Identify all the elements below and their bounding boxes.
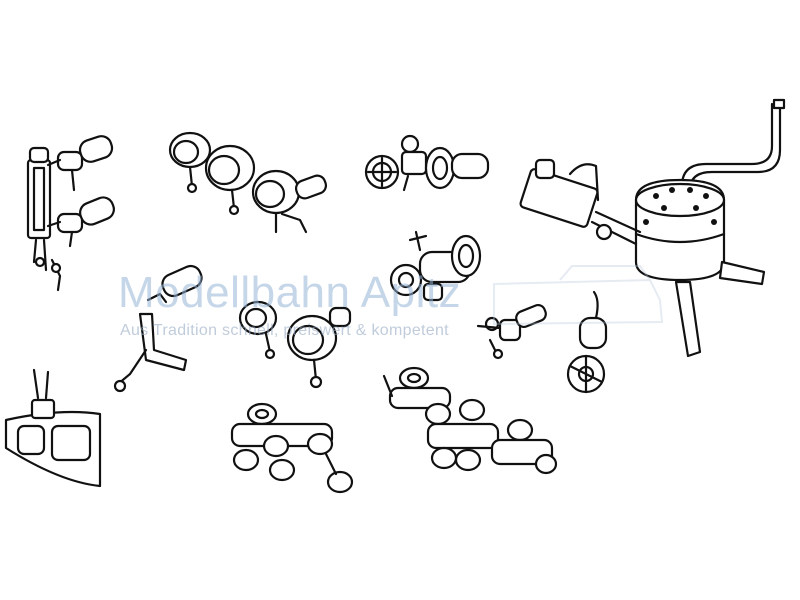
cock-valve xyxy=(476,303,547,360)
gauge-cluster xyxy=(168,131,328,234)
valve-wheel-assembly xyxy=(364,134,490,192)
lamp-pair xyxy=(238,300,352,389)
reversing-handle xyxy=(566,290,608,394)
lever-bracket xyxy=(113,264,203,393)
injector-assembly xyxy=(26,135,115,292)
pipe-manifold-right xyxy=(382,366,558,475)
watermark-locomotive xyxy=(493,265,664,326)
sand-dome-with-pipe xyxy=(519,98,786,358)
pipe-manifold-left xyxy=(230,402,354,494)
handwheel-valve xyxy=(389,230,482,302)
front-plate xyxy=(4,368,102,488)
